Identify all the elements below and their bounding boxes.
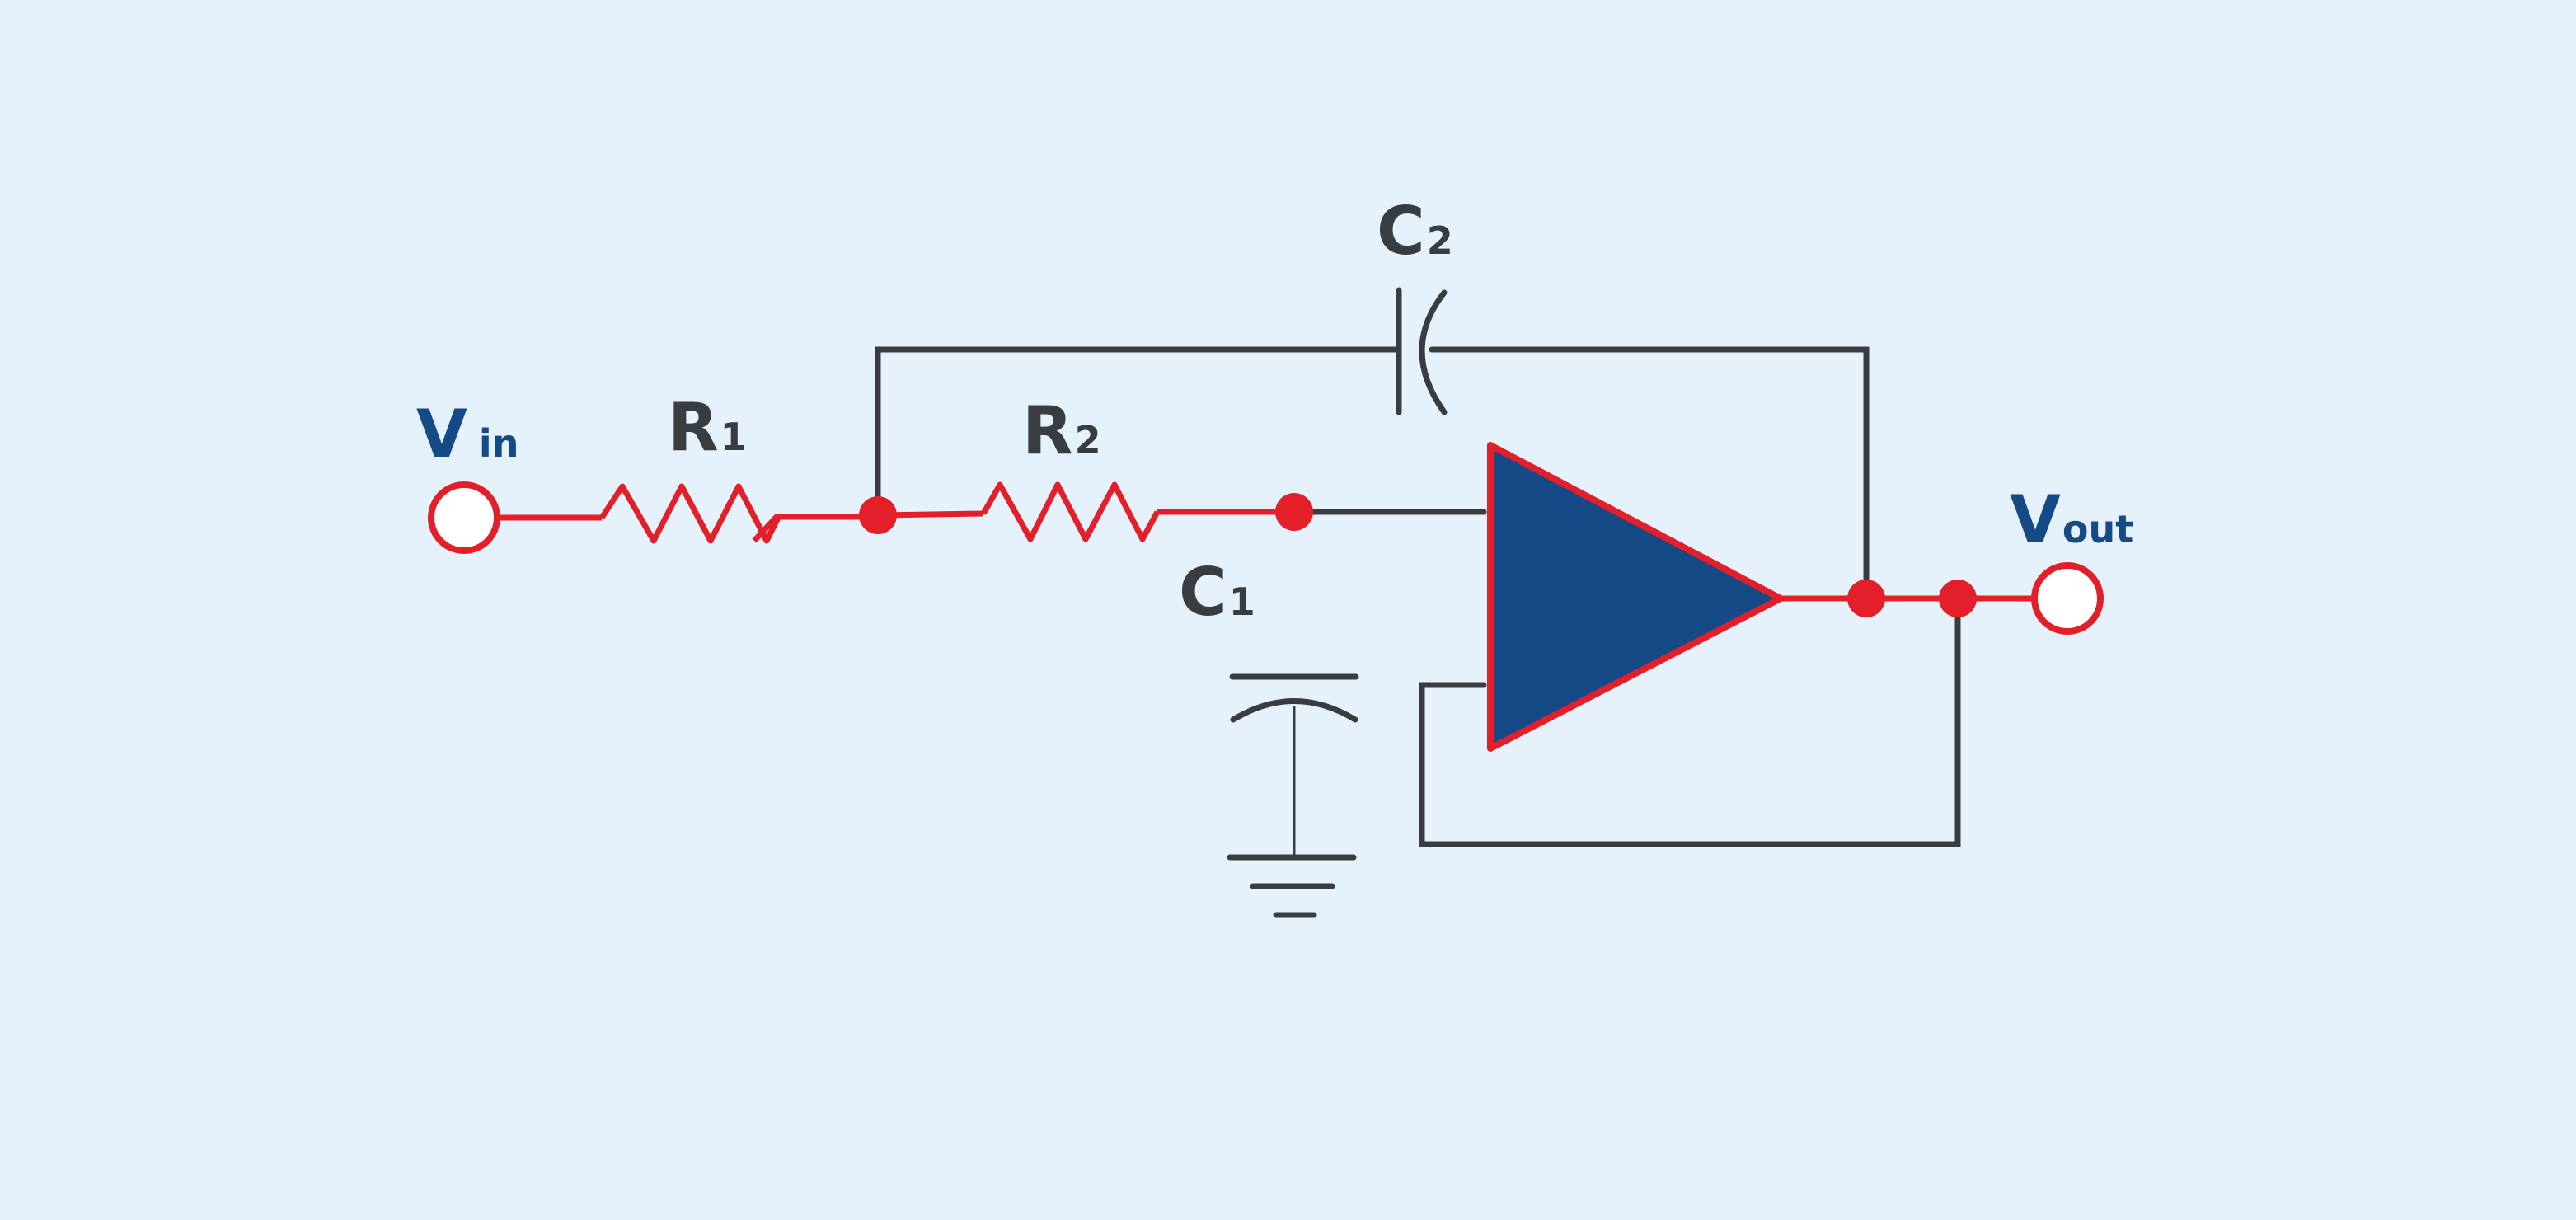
c1-capacitor xyxy=(1229,673,1359,723)
c2-right-wire xyxy=(1429,346,1870,584)
op-amp-triangle xyxy=(1487,442,1784,752)
c2-plate-curved xyxy=(1419,289,1448,415)
c2-label: C2 xyxy=(1377,193,1453,270)
wires xyxy=(875,346,1961,859)
vin-label-main: V xyxy=(416,396,467,472)
vout-label: Vout xyxy=(2010,481,2133,558)
junction-c2-output xyxy=(1847,580,1885,617)
junctions xyxy=(859,493,1977,617)
r2-resistor xyxy=(980,481,1161,542)
c2-left-wire xyxy=(875,346,1402,518)
r1-to-node-wire xyxy=(752,514,878,543)
c2-capacitor xyxy=(1396,287,1448,415)
vout-label-main: V xyxy=(2010,481,2061,558)
vin-terminal xyxy=(428,481,500,554)
c1-label-sub: 1 xyxy=(1229,580,1255,624)
r2-label-main: R xyxy=(1022,392,1073,469)
junction-feedback-output xyxy=(1939,580,1977,617)
c1-label: C1 xyxy=(1179,554,1255,631)
r2-label-sub: 2 xyxy=(1075,418,1101,462)
signal-path xyxy=(500,481,2038,602)
c1-plate-curved xyxy=(1230,698,1358,723)
junction-r2-c1 xyxy=(1275,493,1313,531)
c2-label-main: C xyxy=(1377,193,1425,270)
vin-label-sub: in xyxy=(479,421,519,466)
ground-symbol xyxy=(1227,854,1357,918)
r1-label-sub: 1 xyxy=(720,415,747,459)
junction-r1-r2 xyxy=(859,496,897,534)
vout-terminal xyxy=(2031,562,2104,635)
c2-label-sub: 2 xyxy=(1427,218,1453,263)
c1-label-main: C xyxy=(1179,554,1227,631)
vout-label-sub: out xyxy=(2062,507,2133,551)
feedback-loop-wire xyxy=(1419,595,1961,847)
r2-label: R2 xyxy=(1022,392,1101,469)
r1-label-main: R xyxy=(668,389,719,466)
r1-label: R1 xyxy=(668,389,747,466)
